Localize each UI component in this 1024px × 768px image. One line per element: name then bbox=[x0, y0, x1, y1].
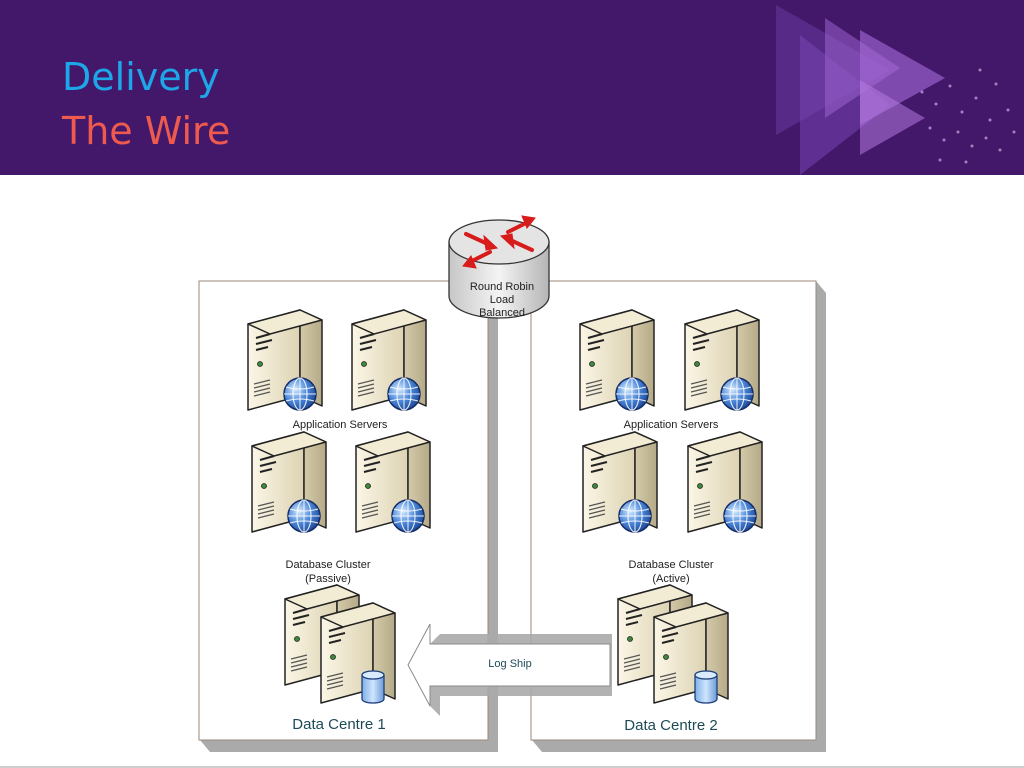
bottom-divider bbox=[0, 766, 1024, 768]
web-server-icon bbox=[580, 310, 654, 410]
load-balancer-label-line-1: Round Robin bbox=[470, 281, 534, 293]
network-diagram: Log Ship Application Servers Database Cl… bbox=[198, 215, 826, 752]
slide-title-line-2: The Wire bbox=[62, 109, 231, 153]
data-centre-1: Application Servers Database Cluster (Pa… bbox=[248, 310, 430, 733]
data-centre-1-db-label-line-2: (Passive) bbox=[305, 573, 351, 585]
web-server-icon bbox=[352, 310, 426, 410]
slide-header: Delivery The Wire bbox=[0, 0, 1024, 175]
web-server-icon bbox=[248, 310, 322, 410]
load-balancer-label-line-3: Balanced bbox=[479, 307, 525, 319]
slide-title-line-1: Delivery bbox=[62, 55, 220, 99]
web-server-icon bbox=[356, 432, 430, 532]
web-server-icon bbox=[688, 432, 762, 532]
data-centre-2-name: Data Centre 2 bbox=[624, 717, 717, 734]
data-centre-1-name: Data Centre 1 bbox=[292, 716, 385, 733]
log-ship-label: Log Ship bbox=[488, 658, 531, 670]
data-centre-2-db-label-line-1: Database Cluster bbox=[629, 559, 714, 571]
data-centre-1-db-label-line-1: Database Cluster bbox=[286, 559, 371, 571]
log-ship-arrow bbox=[407, 623, 612, 716]
web-server-icon bbox=[685, 310, 759, 410]
data-centre-2-db-label-line-2: (Active) bbox=[652, 573, 689, 585]
router-icon bbox=[448, 215, 550, 319]
data-centre-2-app-servers-label: Application Servers bbox=[624, 419, 719, 431]
data-centre-1-app-servers-label: Application Servers bbox=[293, 419, 388, 431]
load-balancer-label-line-2: Load bbox=[490, 294, 514, 306]
web-server-icon bbox=[583, 432, 657, 532]
data-centre-2: Application Servers Database Cluster (Ac… bbox=[580, 310, 762, 734]
web-server-icon bbox=[252, 432, 326, 532]
decorative-play-triangles bbox=[776, 5, 1016, 175]
